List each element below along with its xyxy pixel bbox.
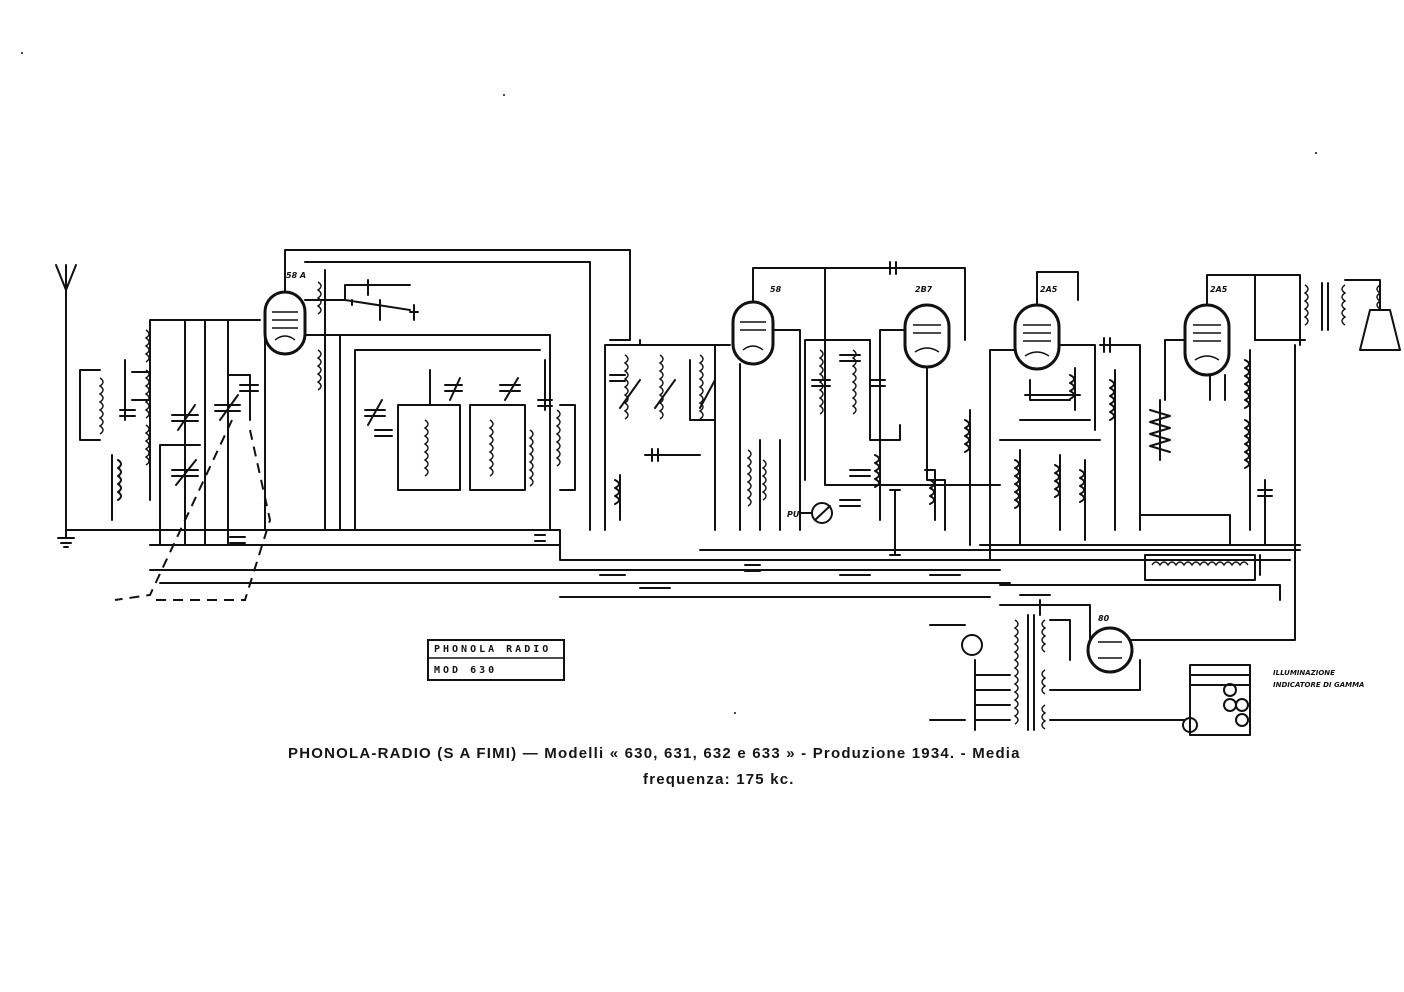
- v3-wiring: [839, 329, 971, 556]
- if-transformer-2: [604, 339, 731, 531]
- ground-symbol: [57, 529, 75, 548]
- caption-line1: PHONOLA-RADIO (S A FIMI) — Modelli « 630…: [288, 745, 1021, 762]
- dial-linkage: [114, 419, 272, 601]
- tube-v5-label: 2A5: [1210, 285, 1228, 294]
- tube-v3-label: 2B7: [915, 285, 933, 294]
- if-transformer-1: [354, 349, 576, 531]
- tube-v4-label: 2A5: [1040, 285, 1058, 294]
- v4-wiring: [989, 271, 1121, 561]
- if-transformer-3: [804, 339, 901, 481]
- tube-v3: 2B7: [903, 285, 951, 369]
- v1-wiring: [264, 249, 631, 531]
- speaker-icon: [1359, 284, 1401, 351]
- tube-v2-label: 58: [770, 285, 782, 294]
- pickup-jack: PU: [787, 484, 833, 531]
- tube-v1-label: 58 A: [286, 271, 306, 280]
- pickup-label: PU: [787, 510, 800, 519]
- field-coil: [999, 554, 1281, 601]
- v5-wiring: [1109, 274, 1273, 546]
- nameplate-line1: PHONOLA RADIO: [434, 644, 551, 655]
- bias-resistors: [229, 534, 1051, 596]
- antenna-coil: [79, 369, 122, 521]
- nameplate-line2: MOD 630: [434, 665, 497, 676]
- paper-specks: [21, 52, 1317, 714]
- nameplate-box: PHONOLA RADIO MOD 630: [427, 639, 565, 681]
- tube-v4: 2A5: [1013, 285, 1061, 371]
- tuning-capacitors: [159, 319, 259, 546]
- lamp-note-line1: ILLUMINAZIONE: [1273, 669, 1335, 677]
- antenna-symbol: [55, 264, 77, 531]
- lamp-note-line2: INDICATORE DI GAMMA: [1273, 681, 1364, 689]
- tube-v6-label: 80: [1098, 614, 1110, 623]
- caption-line2: frequenza: 175 kc.: [643, 771, 795, 788]
- tube-v6: 80: [1086, 614, 1134, 674]
- output-transformer: [1119, 274, 1381, 641]
- ground-bus: [65, 529, 1301, 598]
- oscillator-coils: [119, 319, 261, 501]
- dial-lamps: [1182, 664, 1251, 736]
- power-transformer: [929, 599, 1186, 731]
- tube-v2: 58: [731, 285, 782, 366]
